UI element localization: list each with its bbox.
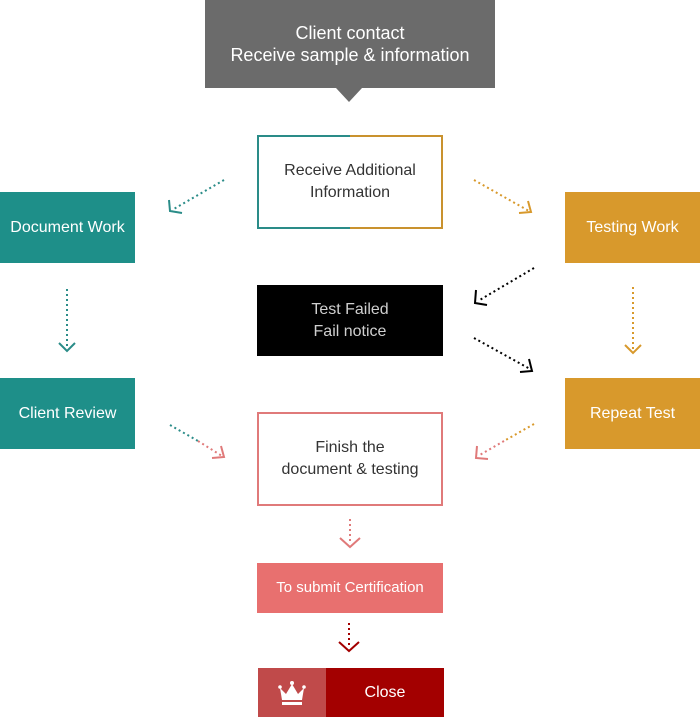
finish-box: Finish the document & testing bbox=[257, 412, 443, 506]
test-failed-line-2: Fail notice bbox=[313, 322, 387, 340]
receive-box-right-border bbox=[350, 135, 443, 229]
arrow-failed-to-repeat bbox=[473, 337, 534, 373]
receive-line-1: Receive Additional bbox=[284, 162, 416, 179]
client-contact-pointer bbox=[336, 88, 362, 102]
arrow-testing-to-repeat bbox=[624, 287, 642, 355]
test-failed-box: Test Failed Fail notice bbox=[257, 285, 443, 356]
test-failed-line-1: Test Failed bbox=[311, 300, 389, 318]
repeat-test-box: Repeat Test bbox=[565, 378, 700, 449]
arrow-testing-to-failed bbox=[473, 267, 535, 306]
crown-icon bbox=[258, 668, 326, 717]
arrow-client-review-to-finish bbox=[169, 424, 226, 459]
testing-work-box: Testing Work bbox=[565, 192, 700, 263]
client-review-box: Client Review bbox=[0, 378, 135, 449]
arrow-submit-to-close bbox=[338, 623, 360, 653]
client-review-label: Client Review bbox=[18, 404, 117, 422]
receive-line-2: Information bbox=[309, 184, 391, 201]
client-contact-line-2: Receive sample & information bbox=[230, 45, 470, 65]
submit-certification-box: To submit Certification bbox=[257, 563, 443, 613]
arrow-repeat-to-finish bbox=[474, 423, 535, 460]
close-label: Close bbox=[326, 668, 444, 717]
receive-box-left-border bbox=[257, 135, 350, 229]
receive-box-text: Receive Additional Information bbox=[284, 160, 416, 204]
arrow-receive-to-document-work bbox=[168, 179, 225, 214]
receive-additional-info-box: Receive Additional Information bbox=[257, 135, 443, 229]
client-contact-box: Client contact Receive sample & informat… bbox=[205, 0, 495, 88]
repeat-test-label: Repeat Test bbox=[589, 404, 676, 422]
submit-certification-label: To submit Certification bbox=[276, 579, 424, 596]
document-work-box: Document Work bbox=[0, 192, 135, 263]
arrow-document-to-client-review bbox=[58, 289, 76, 353]
document-work-label: Document Work bbox=[10, 218, 125, 236]
client-contact-line-1: Client contact bbox=[295, 23, 405, 43]
arrow-receive-to-testing-work bbox=[473, 179, 533, 214]
finish-line-1: Finish the bbox=[315, 439, 385, 456]
testing-work-label: Testing Work bbox=[586, 218, 679, 236]
finish-line-2: document & testing bbox=[281, 461, 419, 478]
arrow-finish-to-submit bbox=[339, 519, 361, 549]
close-box: Close bbox=[258, 668, 444, 717]
